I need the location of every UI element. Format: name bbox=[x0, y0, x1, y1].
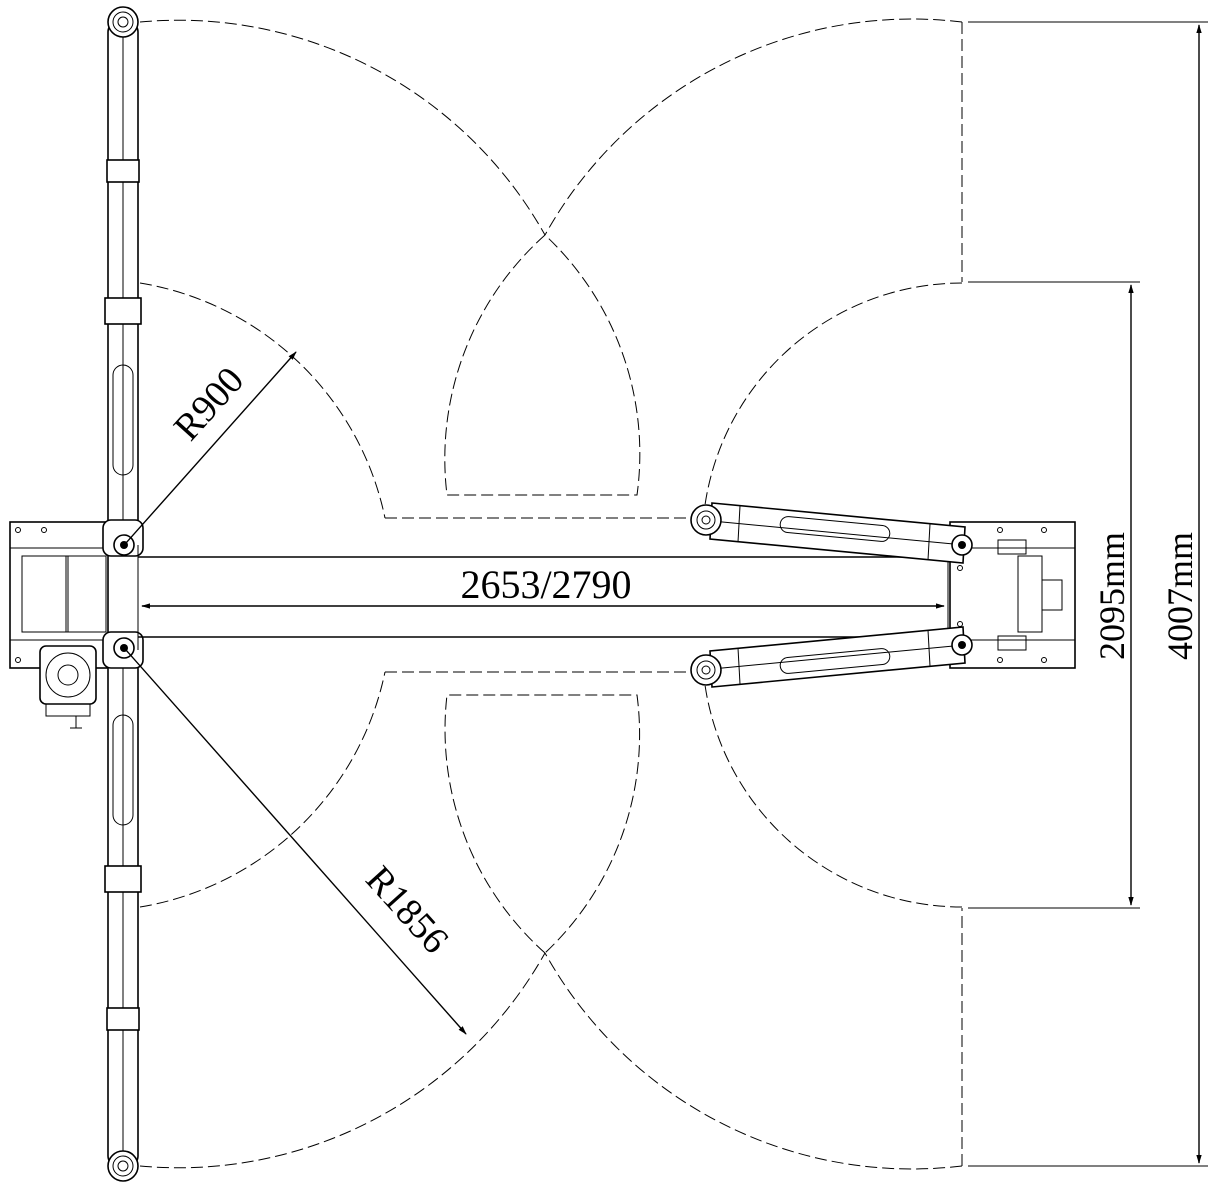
swing-arc-lower-left-inner bbox=[139, 671, 386, 908]
overall-height-label: 4007mm bbox=[1160, 532, 1200, 660]
swing-arc-upper-right-inner bbox=[704, 282, 963, 506]
swing-envelopes bbox=[139, 18, 963, 1170]
swing-lens-upper bbox=[444, 234, 641, 496]
radius-inner-dimension bbox=[125, 351, 297, 544]
left-base-plate bbox=[9, 521, 109, 669]
inner-height-dimension bbox=[968, 281, 1140, 909]
radius-inner-label: R900 bbox=[166, 359, 252, 448]
radius-outer-dimension bbox=[125, 649, 467, 1035]
swing-arc-lower-right-outer bbox=[544, 952, 963, 1170]
power-unit bbox=[39, 645, 97, 729]
cross-member bbox=[137, 545, 949, 650]
swing-lens-lower bbox=[444, 694, 641, 954]
swing-arc-upper-right-outer bbox=[544, 18, 963, 236]
inner-height-label: 2095mm bbox=[1092, 532, 1132, 660]
swing-arc-lower-right-inner bbox=[704, 684, 963, 908]
left-upper-arm bbox=[102, 21, 144, 557]
right-lower-arm bbox=[690, 626, 973, 688]
swing-arc-lower-left-outer bbox=[139, 952, 546, 1169]
swing-arc-upper-left-outer bbox=[139, 19, 546, 236]
right-upper-arm bbox=[690, 502, 973, 564]
radius-outer-label: R1856 bbox=[357, 858, 456, 961]
span-width-label: 2653/2790 bbox=[460, 562, 631, 607]
overall-height-dimension bbox=[968, 21, 1208, 1167]
left-lower-arm bbox=[102, 631, 144, 1167]
left-arm-pads bbox=[107, 6, 139, 1182]
swing-arc-upper-left-inner bbox=[139, 282, 386, 519]
